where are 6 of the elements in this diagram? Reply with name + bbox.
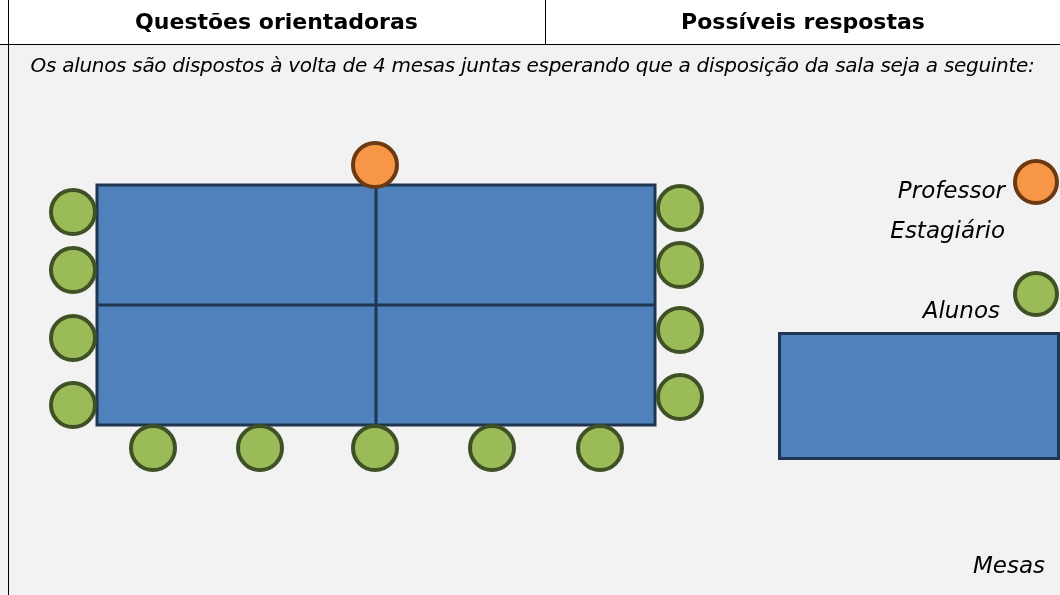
column-header: Possíveis respostas (680, 8, 926, 36)
instruction-text: Os alunos são dispostos à volta de 4 mesas juntas esperando que a disposição da sala seja a seguinte: (29, 52, 1036, 79)
legend-label: Alunos (920, 296, 1000, 325)
legend-label: Professor Estagiário (889, 176, 1005, 245)
column-header: Questões orientadoras (134, 8, 419, 36)
legend-label: Mesas (971, 551, 1045, 580)
